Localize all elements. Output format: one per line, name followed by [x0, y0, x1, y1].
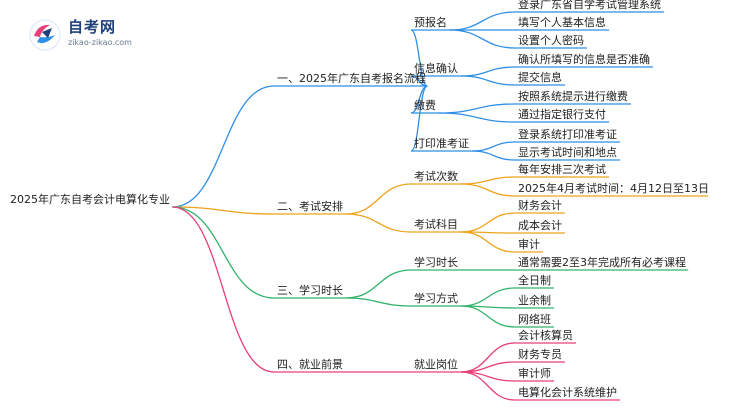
branch-node: 三、学习时长: [277, 283, 343, 297]
group-node: 考试次数: [414, 169, 458, 183]
group-connector: [345, 297, 412, 307]
leaf-node: 审计师: [518, 366, 551, 380]
group-node: 学习时长: [414, 255, 458, 269]
leaf-node: 网络班: [518, 312, 551, 326]
leaf-connector: [460, 212, 516, 233]
group-node: 信息确认: [414, 61, 458, 75]
group-node: 考试科目: [414, 217, 458, 231]
group-connector: [345, 269, 412, 299]
leaf-node: 通过指定银行支付: [518, 107, 606, 121]
leaf-node: 提交信息: [518, 70, 562, 84]
group-node: 就业岗位: [414, 357, 458, 371]
leaf-connector: [460, 371, 516, 401]
group-node: 预报名: [414, 15, 447, 29]
leaf-connector: [471, 150, 516, 161]
branch-connector: [172, 206, 275, 215]
leaf-node: 登录广东省自学考试管理系统: [518, 0, 661, 11]
leaf-node: 审计: [518, 237, 540, 251]
logo-emblem-icon: [29, 19, 61, 51]
mind-map-edges: [172, 11, 708, 401]
leaf-connector: [460, 305, 516, 328]
branch-connector: [172, 206, 275, 373]
leaf-node: 确认所填写的信息是否准确: [518, 52, 650, 66]
leaf-node: 会计核算员: [518, 328, 573, 342]
leaf-node: 电算化会计系统维护: [518, 385, 617, 399]
leaf-connector: [449, 11, 516, 31]
leaf-connector: [460, 287, 516, 307]
branch-node: 四、就业前景: [277, 357, 343, 371]
leaf-connector: [471, 141, 516, 152]
leaf-connector: [460, 66, 516, 77]
leaf-node: 业余制: [518, 293, 551, 307]
leaf-node: 财务会计: [518, 198, 562, 212]
leaf-node: 通常需要2至3年完成所有必考课程: [518, 255, 686, 269]
leaf-node: 每年安排三次考试: [518, 162, 606, 176]
branch-connector: [172, 85, 275, 208]
leaf-node: 2025年4月考试时间：4月12日至13日: [518, 181, 709, 195]
leaf-connector: [438, 112, 516, 123]
leaf-connector: [449, 29, 516, 49]
group-connector: [410, 85, 429, 152]
branch-node: 一、2025年广东自考报名流程: [277, 71, 426, 85]
leaf-node: 显示考试时间和地点: [518, 146, 617, 159]
leaf-connector: [460, 231, 516, 253]
leaf-node: 全日制: [518, 273, 551, 287]
leaf-connector: [460, 75, 516, 86]
leaf-connector: [438, 103, 516, 114]
branch-node: 二、考试安排: [277, 199, 343, 213]
group-node: 打印准考证: [414, 136, 469, 150]
leaf-node: 按照系统提示进行缴费: [518, 89, 628, 103]
site-logo[interactable]: 自考网 zikao-zikao.com: [28, 14, 148, 54]
group-connector: [410, 29, 429, 87]
group-node: 缴费: [414, 98, 436, 112]
group-connector: [345, 183, 412, 215]
leaf-node: 填写个人基本信息: [518, 15, 606, 29]
leaf-node: 设置个人密码: [518, 33, 584, 47]
branch-connector: [172, 206, 275, 299]
leaf-node: 成本会计: [518, 218, 562, 232]
leaf-node: 财务专员: [518, 347, 562, 361]
leaf-node: 登录系统打印准考证: [518, 127, 617, 141]
leaf-connector: [460, 183, 516, 197]
logo-title: 自考网: [68, 18, 117, 36]
logo-subtitle: zikao-zikao.com: [68, 38, 132, 47]
mind-map-nodes: 2025年广东自考会计电算化专业 一、2025年广东自考报名流程 预报名 登录广东省自…: [10, 0, 709, 399]
leaf-connector: [460, 176, 516, 185]
root-node: 2025年广东自考会计电算化专业: [10, 192, 170, 206]
group-node: 学习方式: [414, 291, 458, 305]
group-connector: [345, 213, 412, 233]
